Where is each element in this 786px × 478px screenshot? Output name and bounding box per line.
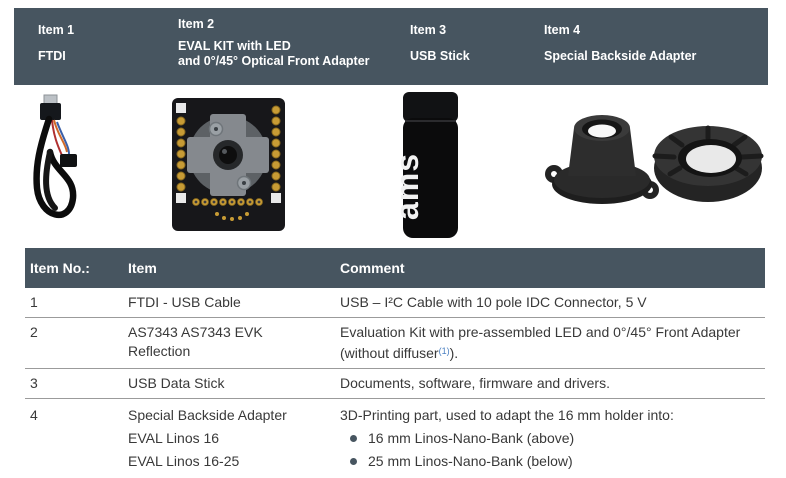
- banner-item-3: Item 3 USB Stick: [410, 23, 470, 64]
- banner-item-1-name: FTDI: [38, 49, 66, 63]
- row-2-item-no: 2: [30, 324, 38, 340]
- row-1-comment: USB – I²C Cable with 10 pole IDC Connect…: [340, 294, 647, 310]
- row-4-bullet-2: 25 mm Linos-Nano-Bank (below): [340, 450, 757, 473]
- footnote-1-link[interactable]: (1): [438, 346, 450, 356]
- row-2-comment-text: Evaluation Kit with pre-assembled LED an…: [340, 324, 741, 361]
- row-3-comment: Documents, software, firmware and driver…: [340, 375, 610, 391]
- row-3-item-no: 3: [30, 375, 38, 391]
- bullet-dot-icon: [350, 458, 357, 465]
- kit-content-table: Item No.: Item Comment 1 FTDI - USB Cabl…: [25, 248, 765, 478]
- banner-item-1: Item 1 FTDI: [38, 23, 74, 64]
- backside-adapter-rings-photo: [545, 115, 764, 204]
- header-comment: Comment: [340, 260, 405, 276]
- header-item-no: Item No.:: [30, 260, 90, 276]
- usb-ftdi-cable-photo: [33, 94, 77, 219]
- banner-item-3-name: USB Stick: [410, 49, 470, 63]
- row-4-bullet-1-text: 16 mm Linos-Nano-Bank (above): [368, 430, 575, 446]
- banner-item-2: Item 2 EVAL KIT with LED and 0°/45° Opti…: [178, 17, 370, 69]
- table-row-2: 2 AS7343 AS7343 EVK Reflection Evaluatio…: [25, 318, 765, 369]
- table-row-4: 4 Special Backside Adapter EVAL Linos 16…: [25, 399, 765, 478]
- banner-item-2-name: EVAL KIT with LED and 0°/45° Optical Fro…: [178, 39, 370, 68]
- banner-item-3-label: Item 3: [410, 23, 447, 37]
- bullet-dot-icon: [350, 435, 357, 442]
- row-4-bullet-1: 16 mm Linos-Nano-Bank (above): [340, 427, 757, 450]
- usb-stick-ams-logo: ams: [399, 153, 425, 220]
- row-3-item: USB Data Stick: [128, 375, 225, 391]
- row-2-comment-end: ).: [449, 345, 459, 361]
- banner-item-4-label: Item 4: [544, 23, 581, 37]
- row-1-item: FTDI - USB Cable: [128, 294, 241, 310]
- row-2-item: AS7343 AS7343 EVK Reflection: [128, 324, 263, 359]
- row-4-bullet-2-text: 25 mm Linos-Nano-Bank (below): [368, 453, 573, 469]
- banner-item-4: Item 4 Special Backside Adapter: [544, 23, 696, 64]
- banner-item-4-name: Special Backside Adapter: [544, 49, 697, 63]
- kit-items-banner: Item 1 FTDI Item 2 EVAL KIT with LED and…: [14, 8, 768, 85]
- row-4-item-no: 4: [30, 407, 38, 423]
- eval-kit-pcb-photo: [172, 98, 285, 231]
- ams-usb-stick-photo: ams: [399, 92, 458, 238]
- row-2-comment: Evaluation Kit with pre-assembled LED an…: [335, 323, 765, 363]
- table-header-row: Item No.: Item Comment: [25, 248, 765, 288]
- row-4-comment-intro: 3D-Printing part, used to adapt the 16 m…: [340, 407, 674, 423]
- row-1-item-no: 1: [30, 294, 38, 310]
- table-row-3: 3 USB Data Stick Documents, software, fi…: [25, 369, 765, 399]
- banner-item-2-label: Item 2: [178, 17, 215, 31]
- header-item: Item: [128, 260, 157, 276]
- banner-item-1-label: Item 1: [38, 23, 75, 37]
- row-4-item: Special Backside Adapter EVAL Linos 16 E…: [128, 407, 287, 469]
- row-4-comment: 3D-Printing part, used to adapt the 16 m…: [335, 404, 765, 473]
- table-row-1: 1 FTDI - USB Cable USB – I²C Cable with …: [25, 288, 765, 318]
